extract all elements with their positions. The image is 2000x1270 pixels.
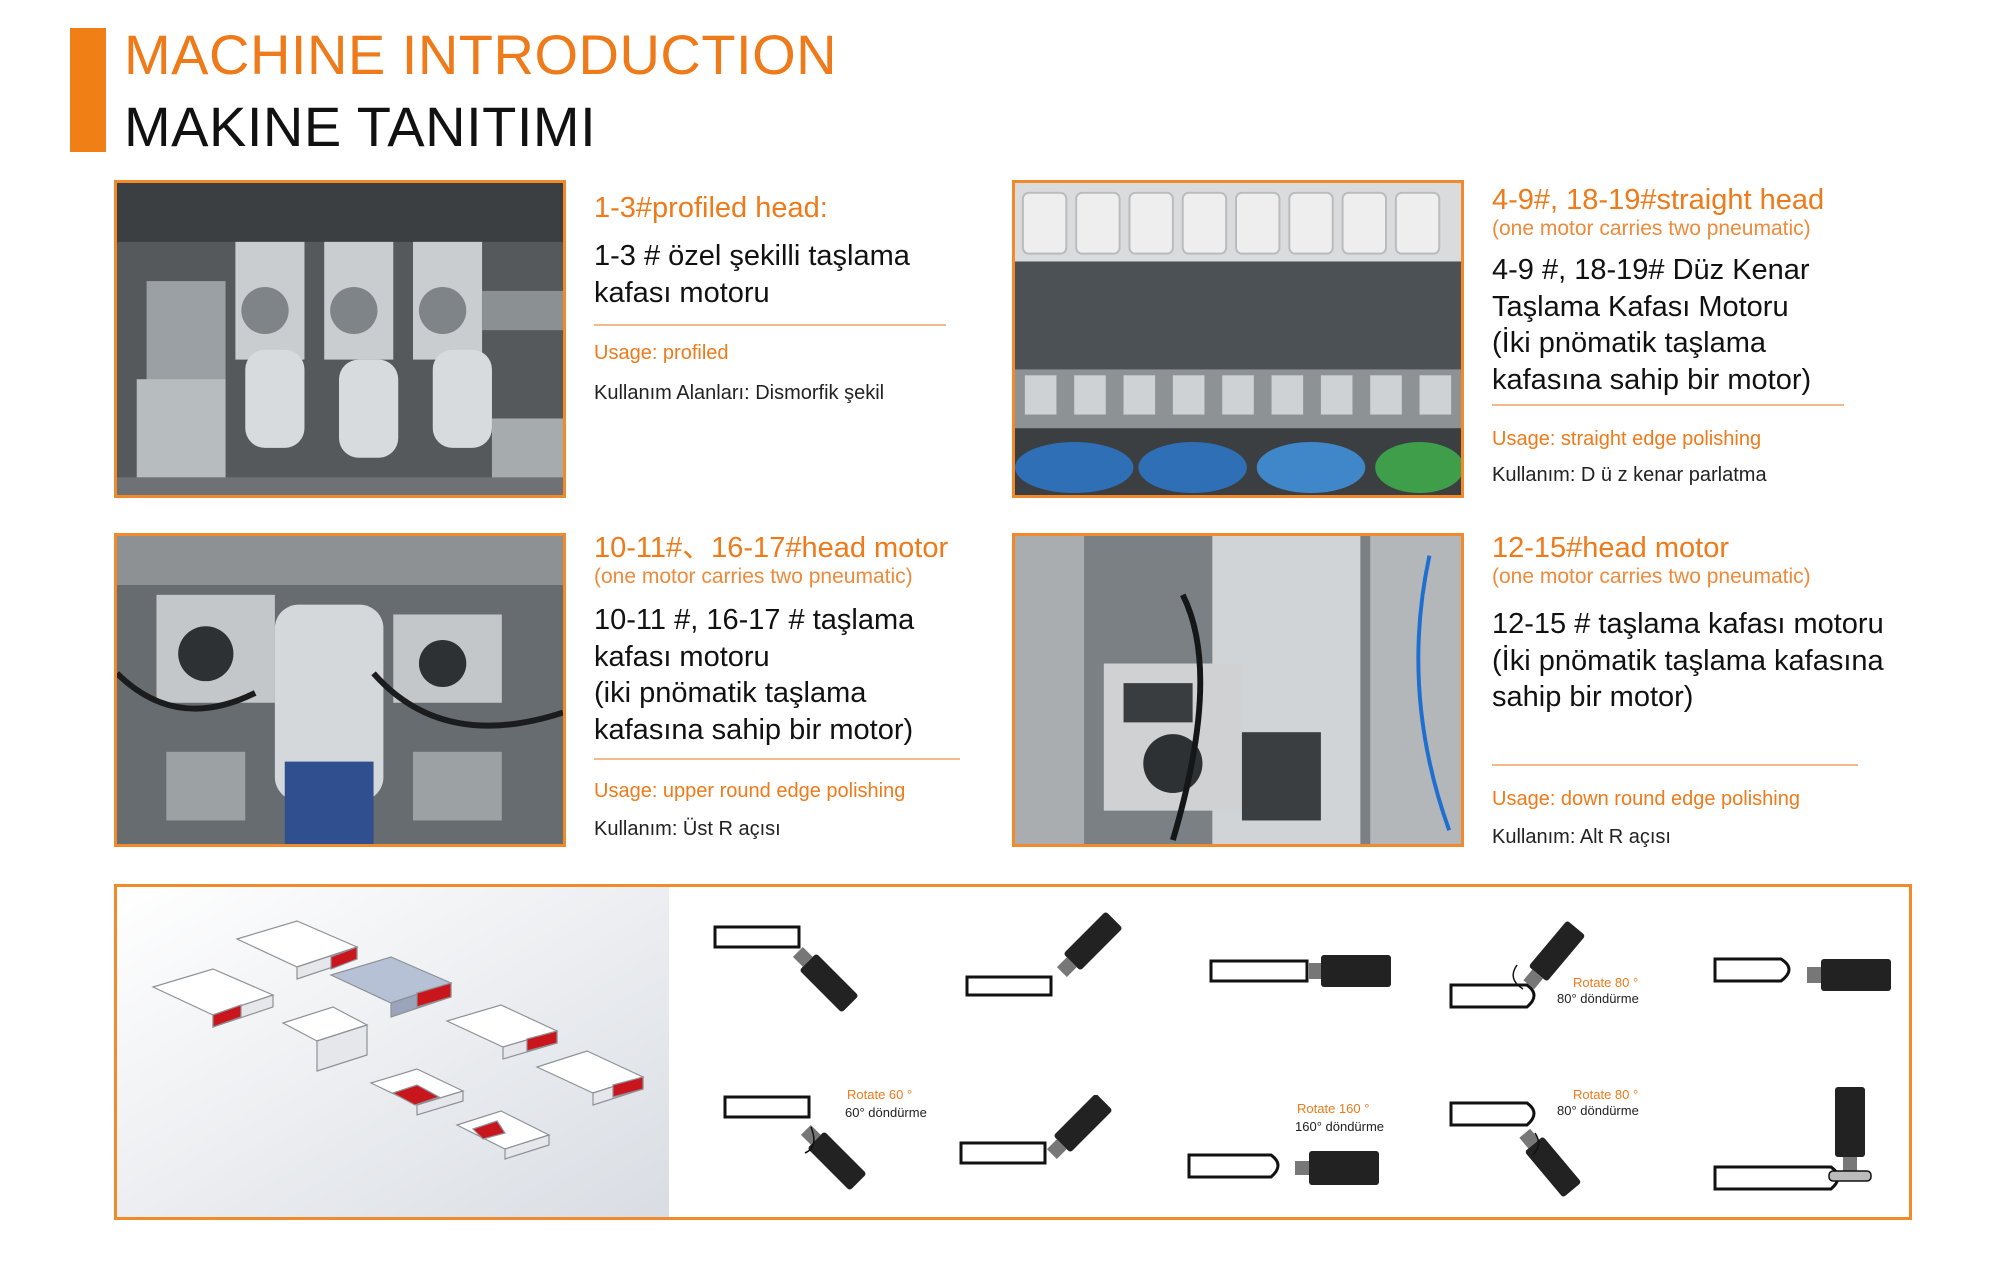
section3-subheading: (one motor carries two pneumatic) — [594, 565, 913, 589]
page-title-en: MACHINE INTRODUCTION — [124, 23, 838, 86]
section2-desc-line: Taşlama Kafası Motoru — [1492, 290, 1789, 323]
section2-subheading: (one motor carries two pneumatic) — [1492, 217, 1811, 241]
diagram-rotate-60 — [721, 1087, 901, 1207]
section2-desc-line: kafasına sahip bir motor) — [1492, 363, 1812, 396]
section2-usage: Usage: straight edge polishing — [1492, 428, 1762, 450]
title-accent-bar — [70, 28, 106, 152]
section1-usage-tr: Kullanım Alanları: Dismorfik şekil — [594, 382, 885, 404]
section3-desc-line: kafasına sahip bir motor) — [594, 713, 914, 746]
section1-desc-line: kafası motoru — [594, 276, 770, 309]
section3-divider — [594, 758, 960, 760]
rotate80b-label: Rotate 80 ° — [1573, 1087, 1639, 1102]
photo-straight-head — [1012, 180, 1464, 498]
rotate160-label: Rotate 160 ° — [1297, 1101, 1370, 1116]
section1-heading: 1-3#profiled head: — [594, 192, 828, 224]
section3-desc-line: 10-11 #, 16-17 # taşlama — [594, 604, 915, 636]
section3-usage-tr: Kullanım: Üst R açısı — [594, 818, 781, 840]
section3-heading: 10-11#、16-17#head motor — [594, 532, 949, 564]
diagram-round-edge-side — [1711, 947, 1901, 1007]
section4-subheading: (one motor carries two pneumatic) — [1492, 565, 1811, 589]
rotate160-label-tr: 160° döndürme — [1295, 1119, 1385, 1134]
diagram-straight-edge — [1207, 949, 1407, 999]
diagram-vertical-motor — [1711, 1077, 1901, 1197]
edge-profile-panel: Rotate 80 ° 80° döndürme Rotate 60 ° 60°… — [114, 884, 1912, 1220]
section4-usage: Usage: down round edge polishing — [1492, 788, 1800, 810]
rotate80-label: Rotate 80 ° — [1573, 975, 1639, 990]
diagram-bevel-low — [957, 1095, 1137, 1205]
photo-down-round-head — [1012, 533, 1464, 847]
section3-usage: Usage: upper round edge polishing — [594, 780, 906, 802]
section2-desc-line: (İki pnömatik taşlama — [1492, 327, 1766, 360]
diagram-rotate-80-b — [1447, 1083, 1617, 1203]
section4-desc-line: sahip bir motor) — [1492, 681, 1694, 714]
section1-usage: Usage: profiled — [594, 342, 729, 364]
section4-usage-tr: Kullanım: Alt R açısı — [1492, 826, 1671, 848]
section3-desc-line: (iki pnömatik taşlama — [594, 677, 867, 710]
section2-divider — [1492, 404, 1844, 406]
section1-divider — [594, 324, 946, 326]
rotate60-label: Rotate 60 ° — [847, 1087, 913, 1102]
section1-desc-line: 1-3 # özel şekilli taşlama — [594, 240, 910, 272]
section2-heading: 4-9#, 18-19#straight head — [1492, 184, 1825, 216]
section4-desc-line: (İki pnömatik taşlama kafasına — [1492, 644, 1884, 677]
rotate80-label-tr: 80° döndürme — [1557, 991, 1639, 1006]
section4-heading: 12-15#head motor — [1492, 532, 1729, 564]
page-title-tr: MAKINE TANITIMI — [124, 95, 597, 158]
rotate60-label-tr: 60° döndürme — [845, 1105, 927, 1120]
photo-upper-round-head — [114, 533, 566, 847]
section2-usage-tr: Kullanım: D ü z kenar parlatma — [1492, 464, 1767, 486]
section2-desc-line: 4-9 #, 18-19# Düz Kenar — [1492, 254, 1810, 286]
diagram-rotate-80-a — [1447, 915, 1617, 1025]
diagram-bevel-up — [963, 899, 1143, 1009]
section4-divider — [1492, 764, 1858, 766]
photo-profiled-head — [114, 180, 566, 498]
section3-desc-line: kafası motoru — [594, 640, 770, 673]
rotate80b-label-tr: 80° döndürme — [1557, 1103, 1639, 1118]
diagram-rotate-160 — [1185, 1137, 1395, 1197]
section4-desc-line: 12-15 # taşlama kafası motoru — [1492, 608, 1884, 640]
glass-edge-render — [117, 887, 669, 1217]
diagram-profile-bevel-down — [711, 919, 891, 1029]
